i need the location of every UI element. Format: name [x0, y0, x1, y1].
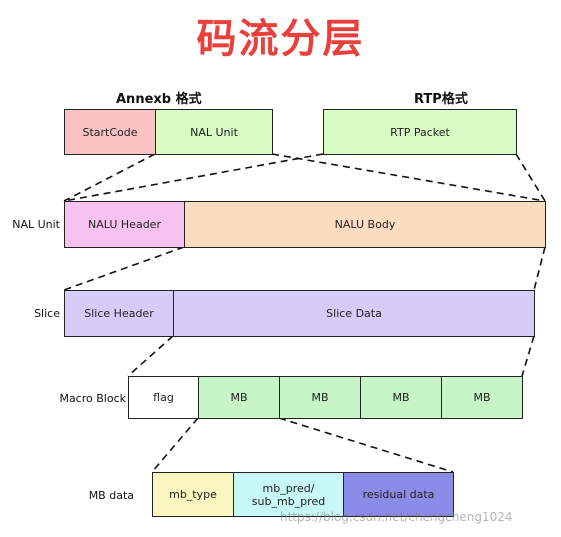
slice-header-box: Slice Header [64, 290, 174, 337]
connector-line [63, 153, 156, 202]
row-label-slice: Slice [34, 307, 60, 320]
connector-line [63, 153, 324, 202]
mb-box: MB [198, 376, 280, 419]
diagram-title: 码流分层 [196, 16, 365, 62]
connector-line [521, 335, 535, 377]
row-label-macro-block: Macro Block [59, 392, 126, 405]
connector-line [63, 246, 185, 291]
nalu-header-box: NALU Header [64, 201, 185, 248]
connector-line [127, 335, 174, 377]
startcode-box: StartCode [64, 109, 156, 155]
connector-line [533, 246, 546, 291]
connector-line [515, 153, 546, 202]
connector-line [151, 417, 199, 473]
flag-box: flag [128, 376, 199, 419]
annexb-nal-unit-box: NAL Unit [155, 109, 273, 155]
slice-data-box: Slice Data [173, 290, 535, 337]
row-label-mb-data: MB data [88, 489, 134, 502]
residual-data-box: residual data [343, 472, 454, 517]
mb-pred-box: mb_pred/ sub_mb_pred [233, 472, 344, 517]
mb-box: MB [279, 376, 361, 419]
mb-box: MB [360, 376, 442, 419]
annexb-format-heading: Annexb 格式 [116, 92, 202, 107]
rtp-packet-box: RTP Packet [323, 109, 517, 155]
row-label-nal-unit: NAL Unit [12, 218, 60, 231]
rtp-format-heading: RTP格式 [414, 92, 468, 107]
connector-line [278, 417, 454, 473]
watermark: https://blog.csdn.net/chengcheng1024 [280, 510, 513, 524]
mb-box: MB [441, 376, 523, 419]
mb-type-box: mb_type [152, 472, 234, 517]
connector-line [271, 153, 546, 202]
nalu-body-box: NALU Body [184, 201, 546, 248]
